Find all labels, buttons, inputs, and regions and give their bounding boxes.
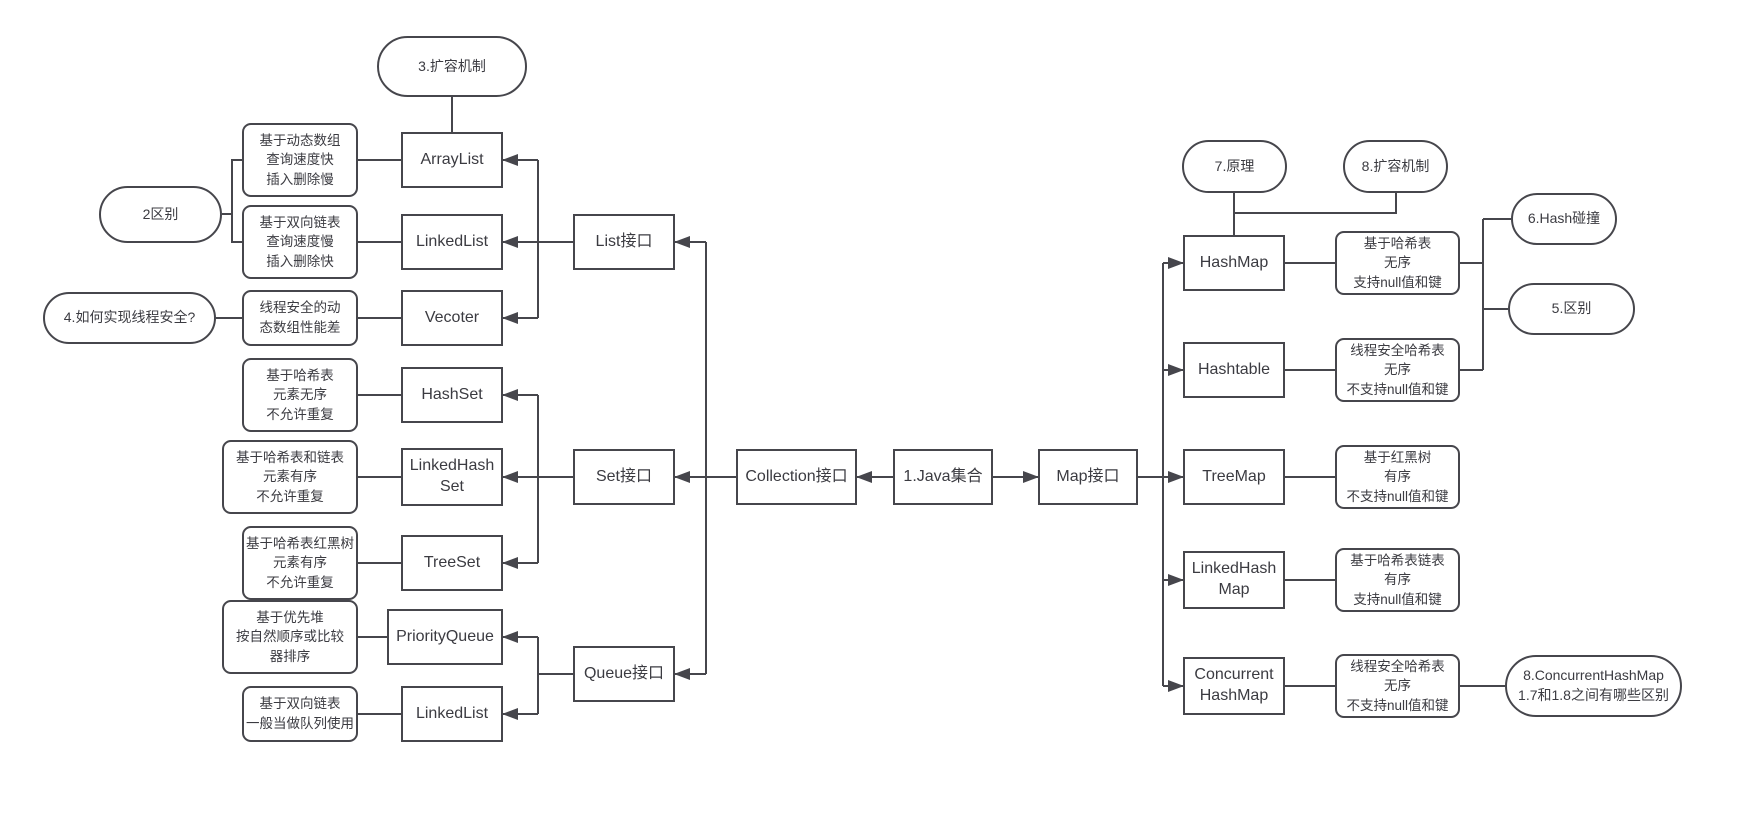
desc-linkedhashmap[interactable]: 基于哈希表链表有序支持null值和键 (1335, 548, 1460, 612)
interface-collection[interactable]: Collection接口 (736, 449, 857, 505)
desc-priorityqueue-label: 基于优先堆按自然顺序或比较器排序 (236, 609, 344, 664)
topic-expansion-mechanism-list[interactable]: 3.扩容机制 (377, 36, 527, 97)
topic-difference-list[interactable]: 2区别 (99, 186, 222, 243)
desc-hashmap-label: 基于哈希表无序支持null值和键 (1353, 235, 1442, 290)
topic-thread-safety-label: 4.如何实现线程安全? (63, 309, 196, 326)
desc-vector-label: 线程安全的动态数组性能差 (259, 300, 341, 335)
class-linkedlist-label: LinkedList (415, 232, 489, 250)
class-hashmap-label: HashMap (1199, 253, 1269, 271)
desc-treemap-label: 基于红黑树有序不支持null值和键 (1346, 449, 1449, 504)
class-vector-label: Vecoter (424, 308, 480, 326)
class-linkedlist-queue-label: LinkedList (415, 704, 489, 722)
class-linkedlist[interactable]: LinkedList (401, 214, 503, 270)
desc-treeset-label: 基于哈希表红黑树元素有序不允许重复 (246, 535, 354, 590)
desc-linkedhashmap-label: 基于哈希表链表有序支持null值和键 (1350, 552, 1445, 607)
desc-linkedlist[interactable]: 基于双向链表查询速度慢插入删除快 (242, 205, 358, 279)
interface-list[interactable]: List接口 (573, 214, 675, 270)
topic-expansion-mechanism-list-label: 3.扩容机制 (418, 57, 486, 74)
class-hashset[interactable]: HashSet (401, 367, 503, 423)
class-priorityqueue-label: PriorityQueue (396, 627, 494, 645)
interface-set[interactable]: Set接口 (573, 449, 675, 505)
desc-arraylist-label: 基于动态数组查询速度快插入删除慢 (259, 132, 341, 187)
desc-hashset[interactable]: 基于哈希表元素无序不允许重复 (242, 358, 358, 432)
desc-linkedlist-queue-label: 基于双向链表一般当做队列使用 (246, 696, 354, 731)
desc-hashmap[interactable]: 基于哈希表无序支持null值和键 (1335, 231, 1460, 295)
class-arraylist-label: ArrayList (420, 150, 484, 168)
desc-hashtable[interactable]: 线程安全哈希表无序不支持null值和键 (1335, 338, 1460, 402)
class-treemap[interactable]: TreeMap (1183, 449, 1285, 505)
class-arraylist[interactable]: ArrayList (401, 132, 503, 188)
desc-hashtable-label: 线程安全哈希表无序不支持null值和键 (1346, 342, 1449, 397)
connector-line (231, 159, 242, 243)
desc-linkedlist-queue[interactable]: 基于双向链表一般当做队列使用 (242, 686, 358, 742)
desc-concurrenthashmap-label: 线程安全哈希表无序不支持null值和键 (1346, 658, 1449, 713)
class-hashset-label: HashSet (421, 385, 483, 403)
interface-set-label: Set接口 (595, 467, 653, 485)
desc-vector[interactable]: 线程安全的动态数组性能差 (242, 290, 358, 346)
root-java-collection[interactable]: 1.Java集合 (893, 449, 993, 505)
class-vector[interactable]: Vecoter (401, 290, 503, 346)
interface-map-label: Map接口 (1056, 467, 1120, 485)
topic-difference-list-label: 2区别 (142, 205, 179, 222)
desc-linkedhashset-label: 基于哈希表和链表元素有序不允许重复 (236, 449, 344, 504)
desc-linkedlist-label: 基于双向链表查询速度慢插入删除快 (259, 214, 341, 269)
class-hashmap[interactable]: HashMap (1183, 235, 1285, 291)
class-hashtable[interactable]: Hashtable (1183, 342, 1285, 398)
topic-difference-map-label: 5.区别 (1551, 300, 1592, 317)
interface-queue-label: Queue接口 (583, 664, 665, 682)
class-treeset-label: TreeSet (423, 553, 481, 571)
topic-expansion-mechanism-map[interactable]: 8.扩容机制 (1343, 140, 1448, 193)
interface-queue[interactable]: Queue接口 (573, 646, 675, 702)
interface-map[interactable]: Map接口 (1038, 449, 1138, 505)
desc-arraylist[interactable]: 基于动态数组查询速度快插入删除慢 (242, 123, 358, 197)
desc-linkedhashset[interactable]: 基于哈希表和链表元素有序不允许重复 (222, 440, 358, 514)
connector-line (1234, 193, 1397, 214)
topic-hash-collision-label: 6.Hash碰撞 (1527, 210, 1601, 227)
desc-concurrenthashmap[interactable]: 线程安全哈希表无序不支持null值和键 (1335, 654, 1460, 718)
interface-collection-label: Collection接口 (745, 467, 848, 485)
topic-thread-safety[interactable]: 4.如何实现线程安全? (43, 292, 216, 344)
desc-treeset[interactable]: 基于哈希表红黑树元素有序不允许重复 (242, 526, 358, 600)
desc-priorityqueue[interactable]: 基于优先堆按自然顺序或比较器排序 (222, 600, 358, 674)
class-hashtable-label: Hashtable (1197, 360, 1271, 378)
desc-hashset-label: 基于哈希表元素无序不允许重复 (266, 367, 334, 422)
class-treemap-label: TreeMap (1202, 467, 1266, 485)
interface-list-label: List接口 (595, 232, 653, 250)
topic-expansion-mechanism-map-label: 8.扩容机制 (1361, 157, 1430, 174)
topic-principle-label: 7.原理 (1214, 157, 1255, 174)
desc-treemap[interactable]: 基于红黑树有序不支持null值和键 (1335, 445, 1460, 509)
class-treeset[interactable]: TreeSet (401, 535, 503, 591)
root-java-collection-label: 1.Java集合 (903, 467, 983, 485)
topic-hash-collision[interactable]: 6.Hash碰撞 (1511, 193, 1617, 245)
class-linkedlist-queue[interactable]: LinkedList (401, 686, 503, 742)
topic-difference-map[interactable]: 5.区别 (1508, 283, 1635, 335)
class-priorityqueue[interactable]: PriorityQueue (387, 609, 503, 665)
topic-principle[interactable]: 7.原理 (1182, 140, 1287, 193)
